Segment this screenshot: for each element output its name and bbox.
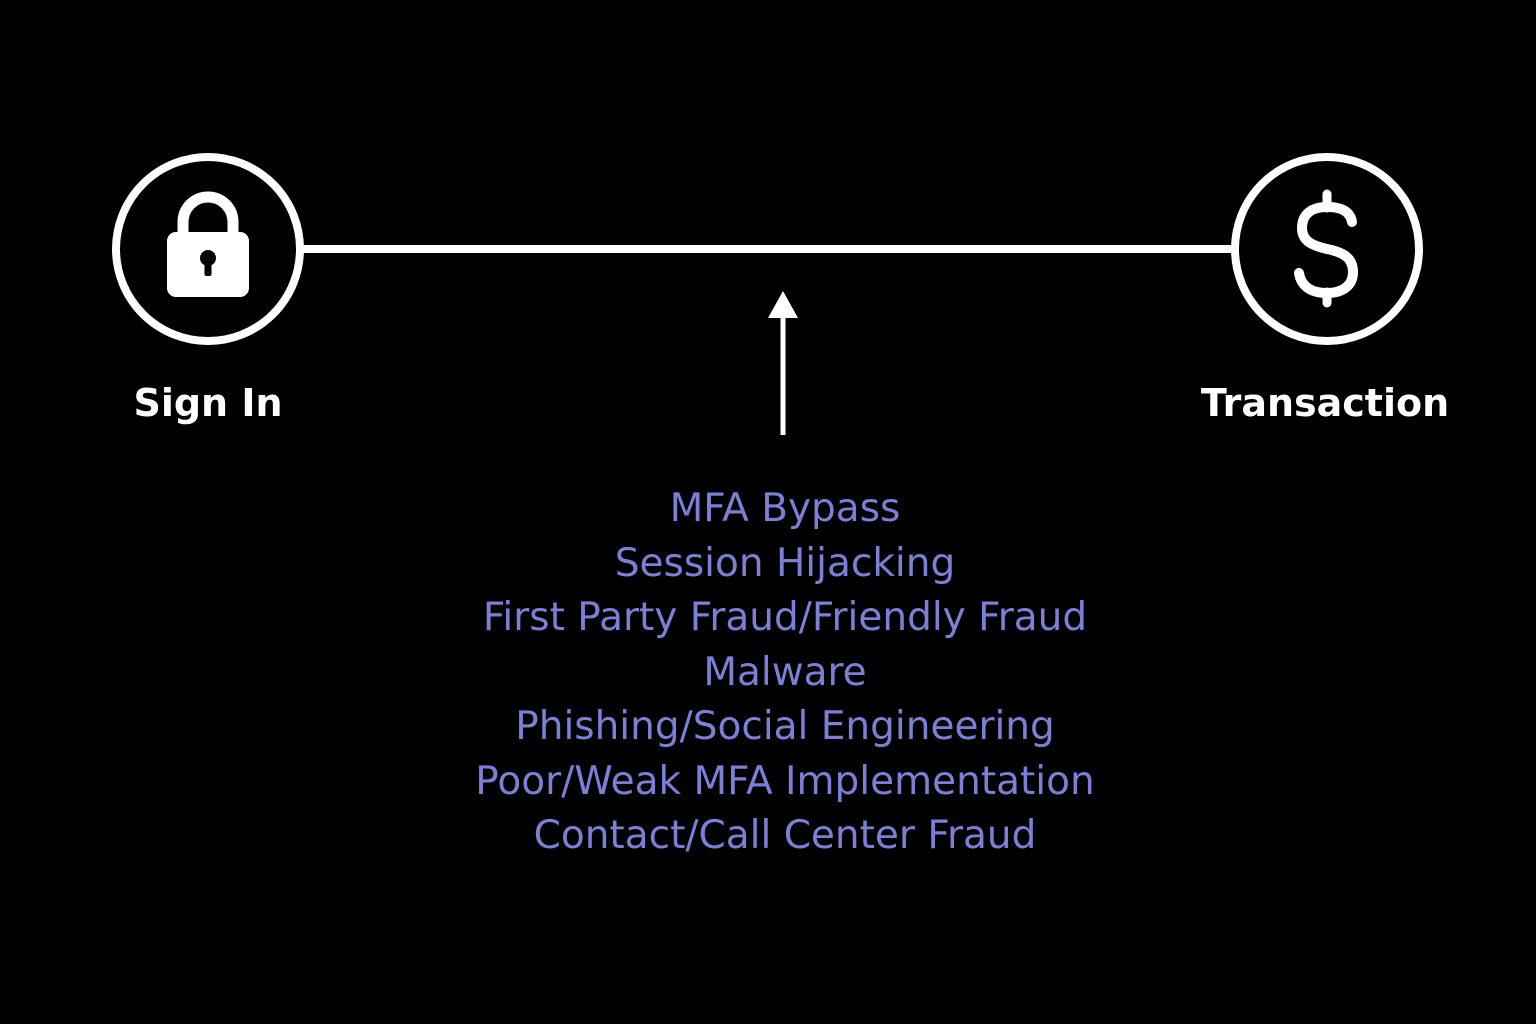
threat-list: MFA Bypass Session Hijacking First Party… [385,482,1185,864]
sign-in-label: Sign In [133,381,283,425]
threat-item: MFA Bypass [669,486,901,531]
threat-item: Session Hijacking [614,540,956,586]
threat-item: Poor/Weak MFA Implementation [475,758,1095,804]
sign-in-node [112,153,304,345]
up-arrow-icon [768,291,798,435]
lock-icon [167,191,249,297]
dollar-icon [1294,189,1358,308]
transaction-node [1231,153,1423,345]
threat-item: Contact/Call Center Fraud [533,813,1037,858]
threat-item: Malware [703,649,867,695]
transaction-label: Transaction [1200,381,1450,425]
threat-item: Phishing/Social Engineering [515,704,1055,749]
threat-item: First Party Fraud/Friendly Fraud [482,595,1088,640]
